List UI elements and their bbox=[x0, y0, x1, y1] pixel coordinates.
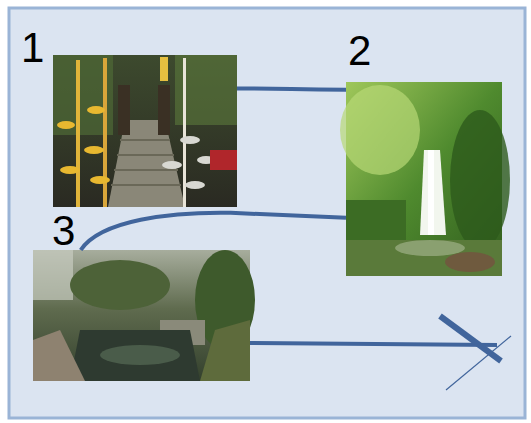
callout-number: 1 bbox=[21, 27, 44, 69]
photo-node: 3 bbox=[33, 250, 250, 381]
callout-number: 2 bbox=[348, 30, 371, 72]
photo-node: 2 bbox=[346, 82, 502, 276]
photo-node: 1 bbox=[53, 55, 237, 207]
connector-line bbox=[237, 88, 346, 89]
connector-line bbox=[81, 213, 346, 250]
callout-number: 3 bbox=[52, 210, 75, 252]
